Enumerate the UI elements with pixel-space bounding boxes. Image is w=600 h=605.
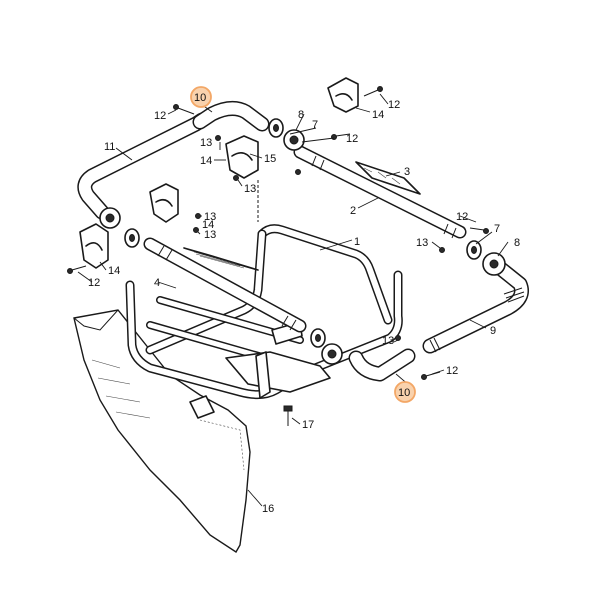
cross-tube-upper (293, 145, 467, 239)
star-knob-upper (283, 129, 305, 151)
washer-right (466, 240, 482, 260)
callout-11: 11 (104, 141, 115, 153)
screw-upper-left (173, 104, 195, 115)
highlight-circle-10-lower (394, 381, 416, 403)
callout-labels: 1 2 3 4 7 7 8 8 9 10 10 11 12 12 12 12 1… (88, 92, 520, 515)
clamp-left-top (149, 183, 179, 223)
nut-f (395, 335, 401, 341)
callout-12-d: 12 (456, 211, 468, 223)
star-knob-left (99, 207, 121, 229)
nut-g (295, 169, 301, 175)
callout-13-c: 13 (204, 211, 216, 223)
callout-12-a: 12 (154, 110, 166, 122)
callout-12-f: 12 (446, 365, 458, 377)
callout-12-e: 12 (88, 277, 100, 289)
callout-7-right: 7 (494, 223, 500, 235)
callout-16: 16 (262, 503, 274, 515)
callout-13-a: 13 (200, 137, 212, 149)
callout-7-upper: 7 (312, 119, 318, 131)
screw-top-right (363, 86, 383, 97)
screw-17 (283, 405, 293, 426)
bent-tube-upper (192, 101, 270, 132)
label-plate-lower (183, 247, 259, 271)
callout-2: 2 (350, 205, 356, 217)
callout-1: 1 (354, 236, 360, 248)
nut-d (193, 227, 199, 233)
screw-lower-right (421, 371, 441, 380)
callout-12-b: 12 (388, 99, 400, 111)
cross-tube-lower (143, 237, 307, 333)
callout-14-b: 14 (372, 109, 384, 121)
callout-13-e: 13 (416, 237, 428, 249)
handle-bar-left (77, 112, 210, 220)
callout-10-upper: 10 (194, 92, 206, 104)
callout-17: 17 (302, 419, 314, 431)
bent-tube-lower (348, 348, 416, 382)
nut-c (195, 213, 201, 219)
callout-13-f: 13 (382, 335, 394, 347)
nut-e (439, 247, 445, 253)
washer-left (124, 228, 140, 248)
washer-upper (268, 118, 284, 138)
callout-3: 3 (404, 166, 410, 178)
callout-14-d: 14 (108, 265, 120, 277)
leader-lines (77, 93, 509, 507)
callout-8-right: 8 (514, 237, 520, 249)
callout-13-d: 13 (204, 229, 216, 241)
handle-bar-right (422, 260, 529, 354)
nut-a (215, 135, 221, 141)
clamp-left (79, 223, 109, 269)
washer-lower (310, 328, 326, 348)
callout-9: 9 (490, 325, 496, 337)
label-plate-upper (355, 161, 421, 195)
callout-15: 15 (264, 153, 276, 165)
callout-13-b: 13 (244, 183, 256, 195)
callout-14-c: 14 (202, 219, 214, 231)
callout-8-upper: 8 (298, 109, 304, 121)
clamp-mid (225, 135, 259, 179)
screw-left (67, 265, 87, 274)
callout-4: 4 (154, 277, 160, 289)
nut-b (233, 175, 239, 181)
clamp-top-right (327, 77, 359, 113)
star-knob-lower (321, 343, 343, 365)
star-knob-right (482, 252, 506, 276)
callout-10-lower: 10 (398, 387, 410, 399)
highlight-circle-10-upper (190, 86, 212, 108)
callout-14-a: 14 (200, 155, 212, 167)
callout-12-c: 12 (346, 133, 358, 145)
screw-right (469, 227, 489, 234)
